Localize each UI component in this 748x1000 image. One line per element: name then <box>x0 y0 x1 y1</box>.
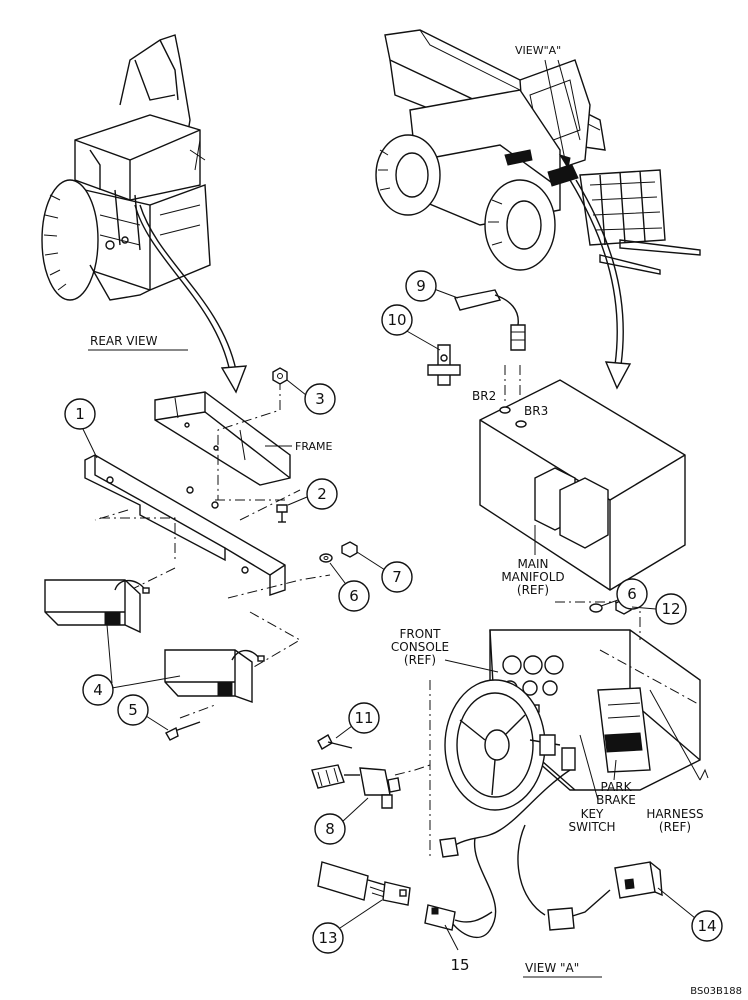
manifold-callout-arrow <box>569 179 632 390</box>
connector-part-13 <box>317 861 411 906</box>
callout-6-left-number: 6 <box>349 587 359 605</box>
nut-part-7 <box>341 541 358 558</box>
wiring-harness-cable <box>439 769 611 939</box>
switch-module-part-4-lower <box>164 649 265 703</box>
callout-10: 10 <box>381 304 441 351</box>
callout-13: 13 <box>312 899 383 954</box>
callout-2: 2 <box>287 478 338 510</box>
callout-3-number: 3 <box>315 390 325 408</box>
view-a-title: VIEW "A" <box>525 961 579 975</box>
telehandler-illustration <box>375 29 701 275</box>
callout-3: 3 <box>286 379 336 415</box>
main-manifold-label-line1: MAIN <box>517 557 548 571</box>
callout-12: 12 <box>631 593 687 625</box>
callout-14-number: 14 <box>697 917 716 935</box>
key-switch-label-line2: SWITCH <box>568 820 615 834</box>
key-switch-label: KEY SWITCH <box>568 807 615 834</box>
callout-6-left: 6 <box>329 562 370 612</box>
harness-label: HARNESS (REF) <box>646 807 703 834</box>
callout-11: 11 <box>335 702 380 739</box>
key-switch-label-line1: KEY <box>581 807 604 821</box>
mounting-bracket <box>84 454 286 596</box>
main-manifold-label-line3: (REF) <box>517 583 549 597</box>
main-manifold-label-line2: MANIFOLD <box>501 570 564 584</box>
park-brake-label-line1: PARK <box>601 780 633 794</box>
callout-9-number: 9 <box>416 277 426 295</box>
bolt-part-2 <box>276 504 288 523</box>
harness-label-line1: HARNESS <box>646 807 703 821</box>
washer-part-6-left <box>319 553 333 563</box>
callout-4-number: 4 <box>93 681 103 699</box>
console-switch-leaders <box>579 689 709 801</box>
valve-part-10 <box>427 344 461 386</box>
rear-view-machine-illustration <box>41 34 211 301</box>
view-a-marker-label: VIEW"A" <box>515 44 561 57</box>
callout-2-number: 2 <box>317 485 327 503</box>
callout-1-number: 1 <box>75 405 85 423</box>
callout-14: 14 <box>657 887 723 942</box>
connector-part-15 <box>424 904 493 931</box>
key-switch-part-8 <box>311 764 401 809</box>
main-manifold-label: MAIN MANIFOLD (REF) <box>501 525 565 597</box>
callout-1: 1 <box>64 398 98 459</box>
front-console-label-line1: FRONT <box>400 627 442 641</box>
frame-rail <box>154 391 291 486</box>
callout-6-right-number: 6 <box>627 585 637 603</box>
callout-7: 7 <box>356 551 413 593</box>
view-a-leader-arrows <box>544 59 581 170</box>
nut-part-3 <box>272 367 288 385</box>
callout-5-number: 5 <box>128 701 138 719</box>
main-manifold <box>479 379 686 591</box>
harness-label-line2: (REF) <box>659 820 691 834</box>
callout-8: 8 <box>314 797 369 845</box>
park-brake-label: PARK BRAKE <box>596 780 636 807</box>
callout-15-number: 15 <box>450 956 469 974</box>
callout-6-right: 6 <box>600 578 648 610</box>
screw-part-5 <box>165 721 201 741</box>
frame-label: FRAME <box>295 440 333 453</box>
front-console-label-line3: (REF) <box>404 653 436 667</box>
callout-12-number: 12 <box>661 600 680 618</box>
park-brake-label-line2: BRAKE <box>596 793 636 807</box>
callout-9: 9 <box>405 270 459 302</box>
callout-11-number: 11 <box>354 709 373 727</box>
rear-view-label: REAR VIEW <box>90 334 158 348</box>
front-console-label: FRONT CONSOLE (REF) <box>391 627 499 673</box>
br2-label: BR2 <box>472 389 496 403</box>
callout-13-number: 13 <box>318 929 337 947</box>
callout-4: 4 <box>82 624 181 706</box>
front-console-label-line2: CONSOLE <box>391 640 449 654</box>
callout-15: 15 <box>444 924 470 974</box>
bolt-part-11 <box>317 734 353 750</box>
br3-label: BR3 <box>524 404 548 418</box>
drawing-code: BS03B188 <box>690 986 742 997</box>
callout-8-number: 8 <box>325 820 335 838</box>
pressure-switch-part-9 <box>454 289 526 351</box>
connector-part-14 <box>614 861 663 899</box>
callout-5: 5 <box>117 694 169 731</box>
callout-7-number: 7 <box>392 568 402 586</box>
rear-view-callout-arrow <box>134 204 248 394</box>
callout-10-number: 10 <box>387 311 406 329</box>
washer-part-6-right <box>589 603 603 613</box>
switch-module-part-4-upper <box>44 579 150 634</box>
front-console <box>444 629 701 811</box>
